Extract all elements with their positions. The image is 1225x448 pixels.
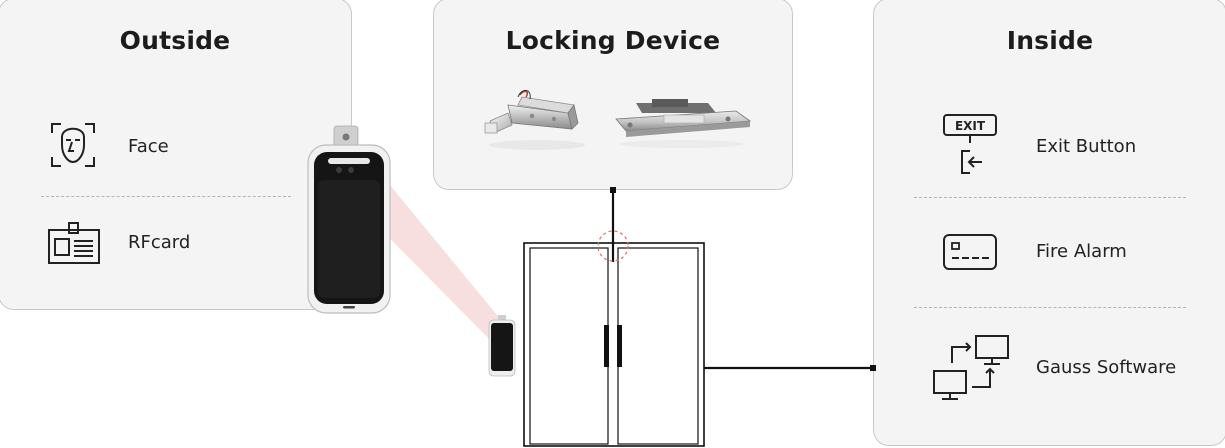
rfcard-label: RFcard <box>128 232 191 253</box>
inside-divider-1 <box>914 197 1186 198</box>
exit-badge: EXIT <box>955 119 986 133</box>
inside-panel: Inside EXIT Exit Button Fire Alarm <box>873 0 1225 446</box>
exit-button-label: Exit Button <box>1036 136 1137 157</box>
left-door-handle <box>604 325 609 367</box>
inside-divider-2 <box>914 307 1186 308</box>
id-card-icon <box>47 221 101 265</box>
outside-panel: Outside Face RFcard <box>0 0 352 310</box>
locking-device-panel: Locking Device <box>433 0 793 190</box>
software-network-icon <box>930 333 1012 403</box>
face-terminal-small <box>488 315 516 377</box>
exit-button-icon: EXIT <box>942 113 998 177</box>
face-scan-icon <box>49 121 97 169</box>
face-terminal-large <box>307 125 391 314</box>
lock-highlight-circle <box>597 230 629 262</box>
double-door <box>523 242 705 447</box>
outside-divider <box>41 196 291 197</box>
locking-device-title: Locking Device <box>505 26 721 55</box>
fire-alarm-icon <box>942 233 998 271</box>
inside-title: Inside <box>1006 26 1094 55</box>
fire-alarm-label: Fire Alarm <box>1036 241 1127 262</box>
mortise-lock-icon <box>612 97 752 149</box>
lock-connection-dot <box>610 187 616 193</box>
recognition-beam <box>352 178 516 346</box>
bolt-lock-icon <box>482 83 592 155</box>
inside-connection-dot <box>870 365 876 371</box>
gauss-software-label: Gauss Software <box>1036 357 1177 378</box>
right-door-handle <box>617 325 622 367</box>
face-label: Face <box>128 136 169 157</box>
outside-title: Outside <box>119 26 231 55</box>
